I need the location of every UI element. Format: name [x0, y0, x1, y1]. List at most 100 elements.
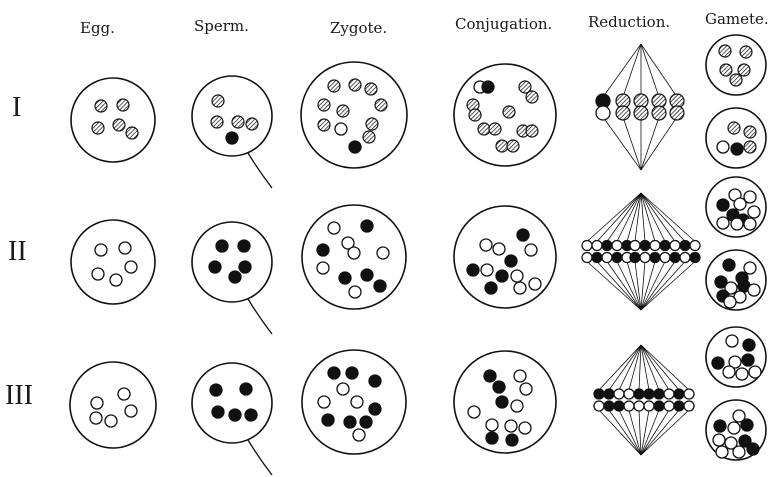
- row-iii-reduction-chromosome-upper-8: [664, 389, 674, 399]
- row-i-zygote-cell-chromosome-10: [349, 141, 361, 153]
- row-ii-reduction-chromosome-upper-3: [602, 241, 612, 251]
- row-ii-zygote-cell-chromosome-6: [377, 247, 389, 259]
- row-iii-zygote-cell-chromosome-2: [346, 367, 358, 379]
- row-ii-egg-cell-chromosome-2: [119, 242, 131, 254]
- row-ii-egg-cell: [71, 220, 155, 304]
- column-header-sperm: Sperm.: [194, 17, 249, 35]
- row-ii-zygote-cell-chromosome-4: [317, 244, 329, 256]
- row-iii-reduction-chromosome-upper-10: [684, 389, 694, 399]
- row-ii-zygote-cell-chromosome-11: [349, 286, 361, 298]
- row-i-sperm-cell-chromosome-3: [232, 116, 244, 128]
- row-iii-gamete-cell-b-chromosome-4: [741, 419, 753, 431]
- row-ii-egg-cell-chromosome-3: [125, 261, 137, 273]
- row-ii-zygote-cell-chromosome-5: [348, 247, 360, 259]
- row-iii-spindle-fiber-upper-3: [619, 345, 641, 390]
- row-iii-gamete-cell-b-chromosome-2: [714, 420, 726, 432]
- row-i-zygote-cell-chromosome-7: [318, 119, 330, 131]
- row-iii-reduction-chromosome-upper-6: [644, 389, 654, 399]
- row-ii-zygote-cell-chromosome-1: [328, 222, 340, 234]
- row-ii-spindle-fiber-upper-10: [641, 193, 675, 242]
- row-iii-reduction-chromosome-lower-9: [674, 401, 684, 411]
- row-iii-egg-cell-chromosome-3: [125, 405, 137, 417]
- row-ii-zygote-cell-chromosome-7: [317, 262, 329, 274]
- row-iii-conjugation-cell-chromosome-1: [484, 370, 496, 382]
- figures-layer: [70, 35, 766, 475]
- row-ii-reduction-chromosome-upper-11: [680, 241, 690, 251]
- row-iii-conjugation-cell-chromosome-12: [506, 434, 518, 446]
- row-iii-reduction-chromosome-upper-5: [634, 389, 644, 399]
- row-ii-zygote-cell-chromosome-2: [361, 220, 373, 232]
- column-header-egg: Egg.: [80, 19, 115, 37]
- row-i-reduction-chromosome-lower-3: [634, 106, 648, 120]
- row-iii-reduction-chromosome-lower-8: [664, 401, 674, 411]
- row-iii-egg-cell-chromosome-1: [91, 397, 103, 409]
- row-iii-sperm-cell-chromosome-1: [210, 384, 222, 396]
- row-ii-reduction-chromosome-lower-8: [650, 253, 660, 263]
- row-ii-reduction-chromosome-upper-8: [650, 241, 660, 251]
- row-label-iii: III: [5, 380, 33, 411]
- row-iii-spindle-fiber-lower-7: [641, 410, 659, 455]
- column-header-reduction: Reduction.: [588, 13, 670, 31]
- column-header-zygote: Zygote.: [330, 19, 387, 37]
- row-ii-sperm-cell-chromosome-5: [229, 271, 241, 283]
- row-iii-gamete-cell-a-chromosome-2: [743, 339, 755, 351]
- row-ii-gamete-cell-b-chromosome-7: [748, 284, 760, 296]
- row-iii-conjugation-cell-chromosome-6: [511, 400, 523, 412]
- row-i-spindle-fiber-upper-4: [641, 44, 659, 97]
- row-iii-reduction-chromosome-lower-3: [614, 401, 624, 411]
- row-i-sperm-cell-chromosome-2: [211, 116, 223, 128]
- row-ii-sperm-cell-chromosome-3: [209, 261, 221, 273]
- row-i-zygote-cell-chromosome-6: [375, 99, 387, 111]
- row-i-zygote-cell-chromosome-9: [366, 118, 378, 130]
- row-iii-gamete-cell-a-chromosome-5: [742, 354, 754, 366]
- row-i-spindle-fiber-lower-2: [623, 117, 641, 170]
- row-i-gamete-cell-a-chromosome-5: [730, 74, 742, 86]
- row-i-egg-cell-chromosome-5: [126, 127, 138, 139]
- row-ii-reduction-chromosome-lower-11: [680, 253, 690, 263]
- row-ii-gamete-cell-a-chromosome-10: [744, 218, 756, 230]
- row-ii-gamete-cell-a-chromosome-6: [748, 206, 760, 218]
- row-ii-conjugation-cell-chromosome-6: [467, 264, 479, 276]
- row-ii-sperm-cell-chromosome-4: [239, 261, 251, 273]
- row-iii-zygote-cell-chromosome-5: [318, 396, 330, 408]
- row-i-conjugation-cell-chromosome-11: [526, 125, 538, 137]
- row-i-conjugation-cell-chromosome-4: [526, 91, 538, 103]
- row-ii-conjugation-cell: [454, 206, 556, 308]
- row-i-spindle-fiber-upper-5: [641, 44, 677, 97]
- row-iii-conjugation-cell-chromosome-11: [486, 432, 498, 444]
- row-i-egg-cell-chromosome-4: [113, 119, 125, 131]
- row-ii-sperm-cell-chromosome-2: [238, 240, 250, 252]
- row-i-conjugation-cell-chromosome-13: [507, 140, 519, 152]
- row-ii-gamete-cell-a-chromosome-8: [717, 217, 729, 229]
- row-iii-sperm-cell-chromosome-5: [245, 409, 257, 421]
- row-ii-gamete-cell-a-chromosome-1: [717, 199, 729, 211]
- row-iii-reduction-chromosome-upper-9: [674, 389, 684, 399]
- row-iii-sperm-cell-chromosome-4: [229, 409, 241, 421]
- row-ii-conjugation-cell-chromosome-4: [525, 244, 537, 256]
- row-iii-gamete-cell-b-chromosome-9: [733, 446, 745, 458]
- row-i-zygote-cell-chromosome-5: [337, 105, 349, 117]
- row-ii-sperm-tail: [248, 299, 272, 334]
- row-ii-reduction-chromosome-lower-10: [670, 253, 680, 263]
- row-iii-gamete-cell-a-chromosome-3: [712, 357, 724, 369]
- row-iii-egg-cell: [70, 362, 156, 448]
- row-ii-conjugation-cell-chromosome-7: [481, 264, 493, 276]
- row-iii-reduction-chromosome-lower-5: [634, 401, 644, 411]
- row-iii-zygote-cell-chromosome-9: [344, 416, 356, 428]
- row-iii-zygote-cell-chromosome-8: [322, 414, 334, 426]
- row-i-sperm-cell-chromosome-5: [246, 118, 258, 130]
- row-iii-gamete-cell-b-chromosome-10: [747, 443, 759, 455]
- row-i-reduction-chromosome-lower-1: [596, 106, 610, 120]
- row-iii-spindle-fiber-upper-9: [641, 345, 679, 390]
- row-i-gamete-cell-a-chromosome-3: [720, 64, 732, 76]
- row-ii-gamete-cell-a-chromosome-9: [731, 218, 743, 230]
- row-iii-conjugation-cell-chromosome-3: [514, 370, 526, 382]
- row-i-sperm-tail: [248, 153, 272, 188]
- row-ii-sperm-cell: [192, 222, 272, 302]
- row-iii-sperm-cell: [192, 363, 272, 443]
- row-i-egg-cell-chromosome-2: [117, 99, 129, 111]
- row-label-ii: II: [8, 236, 27, 267]
- row-iii-reduction-chromosome-upper-7: [654, 389, 664, 399]
- row-iii-spindle-fiber-lower-9: [641, 410, 679, 455]
